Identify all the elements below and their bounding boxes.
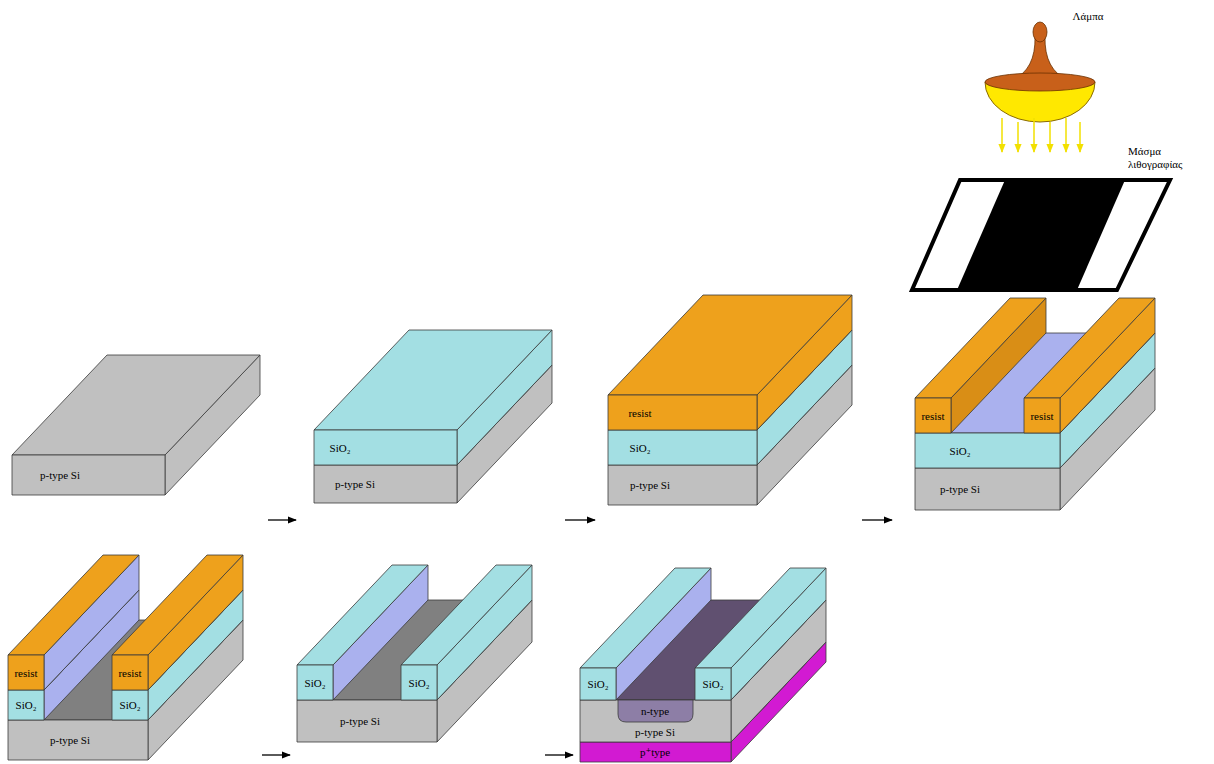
resist-ridge-front: [915, 398, 951, 433]
oxide-ridge-top: [297, 565, 428, 665]
resist-ridge-front: [112, 655, 148, 690]
silicon-substrate-front: [314, 465, 457, 503]
layer-label: resist: [14, 666, 37, 679]
layer-label: p-type Si: [335, 478, 375, 491]
resist-layer-front: [608, 395, 757, 430]
resist-ridge-top: [112, 555, 243, 655]
resist-ridge-top: [1024, 298, 1155, 398]
light-ray: [1049, 122, 1051, 152]
layer-label: SiO₂: [305, 676, 326, 689]
oxide-ridge-front: [8, 690, 44, 720]
light-ray: [1033, 118, 1035, 152]
step-arrow: [262, 754, 290, 755]
lamp-knob: [1033, 22, 1047, 42]
silicon-substrate-front: [608, 465, 757, 505]
layer-label: resist: [1030, 409, 1053, 422]
layer-label: SiO₂: [630, 441, 651, 454]
layer-label: p⁺type: [640, 746, 670, 759]
mask-label: Μάσμα λιθογραφίας: [1128, 145, 1194, 171]
oxide-layer-front: [915, 433, 1060, 468]
layer-label: SiO₂: [588, 678, 609, 691]
resist-ridge-front: [8, 655, 44, 690]
layer-label: p-type Si: [940, 483, 980, 496]
layer-label: p-type Si: [40, 469, 80, 482]
layer-label: SiO₂: [330, 441, 351, 454]
light-ray: [1065, 118, 1067, 152]
mask-opaque-band: [957, 180, 1125, 290]
lamp-rim: [985, 73, 1095, 91]
oxide-ridge-top: [695, 568, 826, 668]
oxide-ridge-front: [112, 690, 148, 720]
resist-ridge-top: [8, 555, 139, 655]
layer-label: SiO₂: [120, 699, 141, 712]
layer-label: p-type Si: [630, 479, 670, 492]
step-arrow: [862, 519, 892, 520]
oxide-layer-front: [314, 430, 457, 465]
layer-label: resist: [628, 406, 651, 419]
step-arrow: [565, 519, 595, 520]
silicon-substrate-top: [12, 355, 260, 455]
layer-label: SiO₂: [16, 699, 37, 712]
layer-label: p-type Si: [50, 734, 90, 747]
oxide-ridge-top: [580, 568, 711, 668]
layer-label: resist: [118, 666, 141, 679]
n-type-well: [618, 700, 693, 722]
silicon-substrate-front: [12, 455, 165, 495]
layer-label: p-type Si: [635, 726, 675, 739]
oxide-layer-top: [314, 330, 552, 430]
resist-ridge-top: [915, 298, 1046, 398]
silicon-substrate-front: [297, 700, 437, 742]
lithography-mask: [912, 180, 1170, 290]
p-plus-layer-front: [580, 742, 731, 762]
silicon-substrate-front: [8, 720, 148, 760]
oxide-ridge-top: [401, 565, 532, 665]
light-ray: [1079, 122, 1081, 152]
resist-ridge-front: [1024, 398, 1060, 433]
layer-label: SiO₂: [703, 678, 724, 691]
light-ray: [1001, 118, 1003, 152]
layer-label: n-type: [641, 705, 669, 718]
light-ray: [1017, 122, 1019, 152]
oxide-ridge-front: [401, 665, 437, 700]
silicon-substrate-front: [580, 700, 731, 742]
oxide-ridge-front: [580, 668, 616, 700]
oxide-layer-front: [608, 430, 757, 465]
layer-label: resist: [921, 409, 944, 422]
step-arrow: [545, 754, 573, 755]
silicon-substrate-front: [915, 468, 1060, 510]
layer-label: SiO₂: [950, 444, 971, 457]
resist-layer-top: [608, 295, 852, 395]
oxide-ridge-front: [695, 668, 731, 700]
lamp-label: Λάμπα: [1073, 10, 1104, 23]
layer-label: p-type Si: [340, 715, 380, 728]
oxide-ridge-front: [297, 665, 333, 700]
step-arrow: [268, 519, 296, 520]
layer-label: SiO₂: [409, 676, 430, 689]
